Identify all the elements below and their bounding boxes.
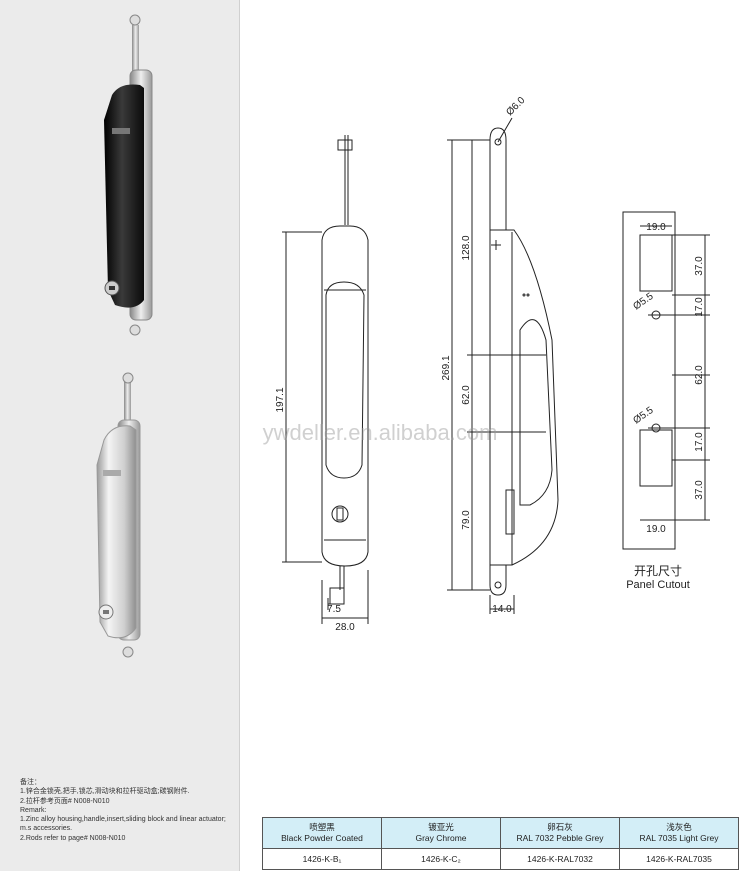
finish-en: RAL 7035 Light Grey bbox=[639, 833, 719, 843]
notes: 备注： 1.锌合金锁壳,把手,锁芯,滑动块和拉杆驱动盒;碳钢附件. 2.拉杆参考… bbox=[20, 778, 240, 843]
dim-cut-w-bottom: 19.0 bbox=[646, 524, 666, 535]
finish-cn: 喷塑黑 bbox=[309, 822, 335, 832]
finish-code-row: 1426-K-B₁ 1426-K-C₂ 1426-K-RAL7032 1426-… bbox=[262, 848, 739, 870]
dim-cut-37-top: 37.0 bbox=[694, 256, 705, 276]
dim-front-small: 7.5 bbox=[327, 604, 341, 615]
dim-side-width: 14.0 bbox=[492, 604, 512, 615]
finish-cn: 卵石灰 bbox=[547, 822, 573, 832]
dim-side-mid: 62.0 bbox=[461, 385, 472, 405]
dim-side-top: 128.0 bbox=[461, 235, 472, 260]
finish-code: 1426-K-RAL7032 bbox=[500, 848, 620, 870]
notes-en-line1: 1.Zinc alloy housing,handle,insert,slidi… bbox=[20, 816, 226, 824]
finish-code: 1426-K-RAL7035 bbox=[619, 848, 739, 870]
panel-cutout-cn: 开孔尺寸 bbox=[633, 564, 682, 578]
watermark: ywdeller.en.alibaba.com bbox=[262, 420, 498, 445]
notes-cn-line2: 2.拉杆参考页面# N008-N010 bbox=[20, 797, 110, 805]
notes-en-title: Remark: bbox=[20, 806, 47, 814]
notes-cn-line1: 1.锌合金锁壳,把手,锁芯,滑动块和拉杆驱动盒;碳钢附件. bbox=[20, 788, 190, 796]
dim-cut-17-top: 17.0 bbox=[694, 297, 705, 317]
finish-code: 1426-K-C₂ bbox=[381, 848, 501, 870]
finish-en: RAL 7032 Pebble Grey bbox=[516, 833, 604, 843]
product-photos bbox=[96, 14, 153, 658]
technical-drawing: 197.1 28.0 7.5 269.1 128.0 62.0 79.0 14.… bbox=[275, 95, 710, 633]
panel-cutout-view bbox=[622, 211, 710, 550]
dim-cut-37-bottom: 37.0 bbox=[694, 480, 705, 500]
dim-cut-hole-top: Ø5.5 bbox=[631, 291, 655, 313]
front-view bbox=[282, 135, 369, 624]
panel-divider bbox=[239, 0, 240, 871]
notes-cn-title: 备注： bbox=[20, 779, 41, 786]
dim-cut-w-top: 19.0 bbox=[646, 222, 666, 233]
finish-en: Gray Chrome bbox=[415, 833, 467, 843]
black-handle-photo bbox=[104, 14, 153, 336]
dim-front-height: 197.1 bbox=[275, 387, 286, 412]
finish-code: 1426-K-B₁ bbox=[262, 848, 382, 870]
dim-cut-hole-bottom: Ø5.5 bbox=[631, 405, 655, 427]
dim-hole-dia: Ø6.0 bbox=[504, 95, 527, 118]
notes-en-line3: 2.Rods refer to page# N008-N010 bbox=[20, 834, 126, 842]
dim-cut-62: 62.0 bbox=[694, 365, 705, 385]
dim-cut-17-bottom: 17.0 bbox=[694, 432, 705, 452]
chrome-handle-photo bbox=[96, 372, 141, 658]
side-view bbox=[447, 117, 559, 614]
notes-en-line2: m.s accessories. bbox=[20, 825, 73, 833]
panel-cutout-en: Panel Cutout bbox=[626, 579, 690, 591]
dim-side-total: 269.1 bbox=[441, 355, 452, 380]
finish-en: Black Powder Coated bbox=[281, 833, 363, 843]
dim-side-bottom: 79.0 bbox=[461, 510, 472, 530]
finish-cn: 镀亚光 bbox=[428, 822, 454, 832]
panel-cutout-label: 开孔尺寸 Panel Cutout bbox=[608, 564, 708, 592]
finish-cn: 浅灰色 bbox=[666, 822, 692, 832]
dim-front-width: 28.0 bbox=[335, 622, 355, 633]
